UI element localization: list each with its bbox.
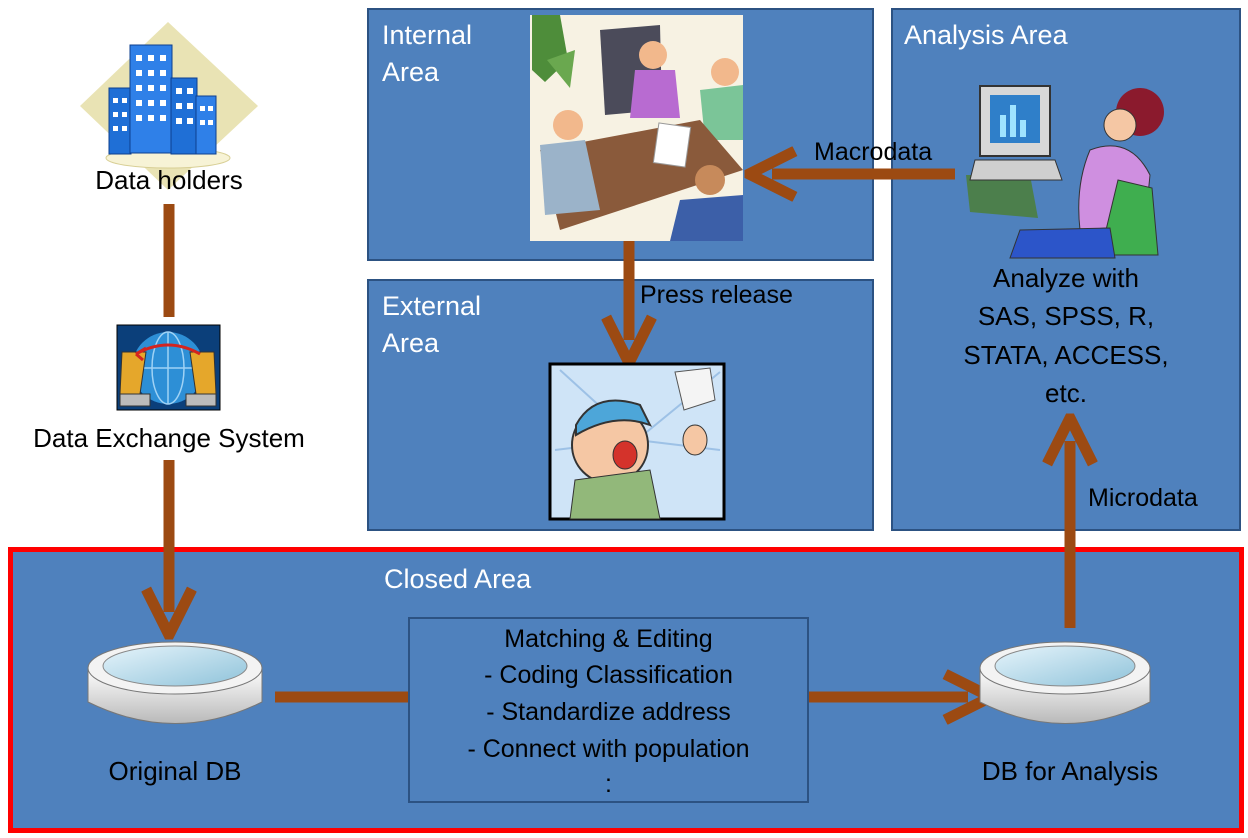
external-area-title-line2: Area [382, 328, 440, 358]
analyst-computer-illustration [966, 85, 1164, 259]
meeting-illustration [530, 15, 743, 241]
press-release-label: Press release [640, 281, 793, 309]
analysis-db-icon [979, 641, 1151, 724]
process-item-population: - Connect with population [467, 735, 750, 763]
original-db-label: Original DB [108, 756, 242, 786]
process-item-coding: - Coding Classification [484, 661, 733, 689]
original-db-icon [87, 641, 263, 724]
buildings-icon [80, 22, 258, 190]
external-area-title-line1: External [382, 291, 482, 321]
newspaper-boy-illustration [548, 362, 726, 521]
analyze-text-line4: etc. [1045, 378, 1087, 408]
internal-area-title-line2: Area [382, 57, 440, 87]
microdata-label: Microdata [1088, 484, 1198, 512]
data-holders-label: Data holders [95, 165, 243, 195]
process-item-more: : [605, 770, 612, 798]
analysis-db-label: DB for Analysis [981, 756, 1159, 786]
data-exchange-icon [116, 324, 221, 411]
process-title: Matching & Editing [504, 625, 713, 653]
process-item-address: - Standardize address [486, 698, 731, 726]
matching-editing-box: Matching & Editing - Coding Classificati… [408, 617, 809, 803]
analyze-text-line1: Analyze with [993, 263, 1139, 293]
internal-area-title-line1: Internal [382, 20, 473, 50]
macrodata-label: Macrodata [814, 138, 933, 166]
analyze-text-line3: STATA, ACCESS, [963, 340, 1169, 370]
closed-area-title: Closed Area [384, 564, 532, 594]
analysis-area-title: Analysis Area [904, 20, 1068, 50]
analyze-text-line2: SAS, SPSS, R, [977, 301, 1155, 331]
data-exchange-system-label: Data Exchange System [33, 423, 305, 453]
